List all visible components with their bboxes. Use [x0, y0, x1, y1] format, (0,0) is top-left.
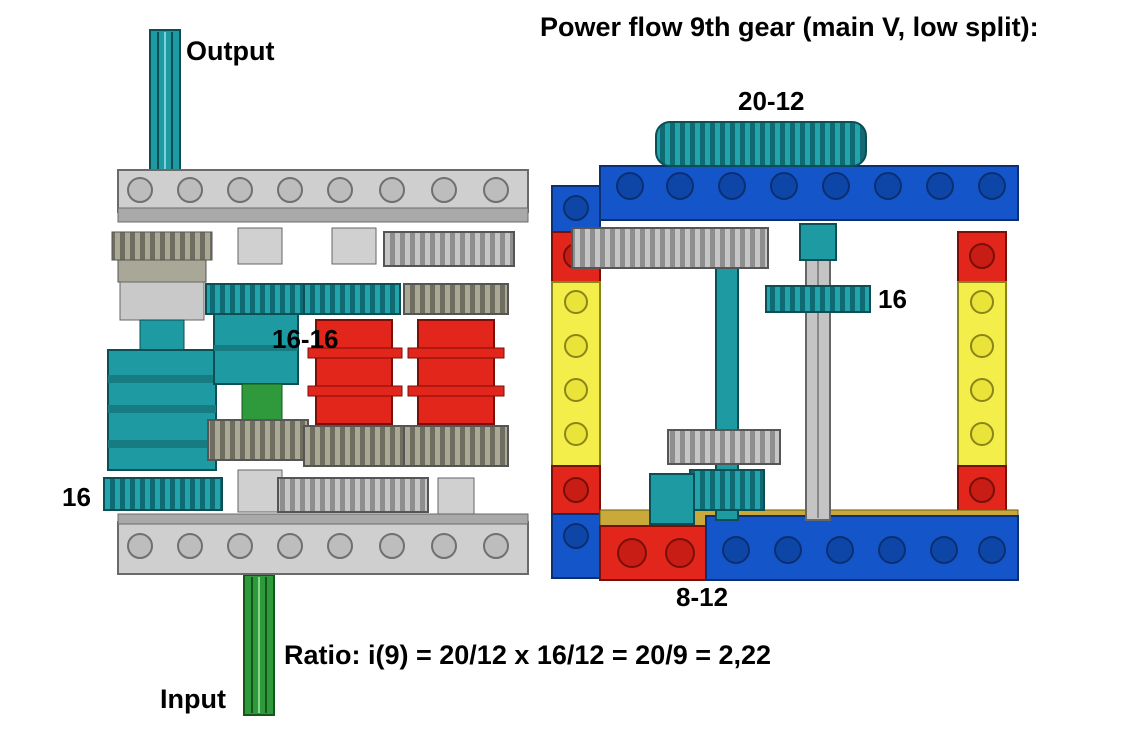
- red-clutch-1: [315, 319, 393, 425]
- right-gear-assembly: [551, 121, 1019, 581]
- bottom-blue-beam: [705, 515, 1019, 581]
- top-blue-beam: [599, 165, 1019, 221]
- output-label: Output: [186, 36, 275, 66]
- red-clutch-2: [417, 319, 495, 425]
- gear-16-right: [765, 285, 871, 313]
- gear-16-right-label: 16: [878, 284, 907, 314]
- gear-20-12: [655, 121, 867, 167]
- gear-16-16-top: [205, 283, 307, 315]
- gear-16-16-label: 16-16: [272, 324, 339, 354]
- gear-16-left-label: 16: [62, 482, 91, 512]
- left-gear-assembly: [103, 29, 529, 716]
- gear-8-12: [649, 473, 695, 525]
- input-label: Input: [160, 684, 226, 714]
- diagram-title: Power flow 9th gear (main V, low split):: [540, 12, 1039, 42]
- gear-8-12-label: 8-12: [676, 582, 729, 612]
- ratio-formula: Ratio: i(9) = 20/12 x 16/12 = 20/9 = 2,2…: [284, 640, 772, 670]
- gear-16-left: [103, 477, 223, 511]
- gear-20-12-label: 20-12: [738, 86, 805, 116]
